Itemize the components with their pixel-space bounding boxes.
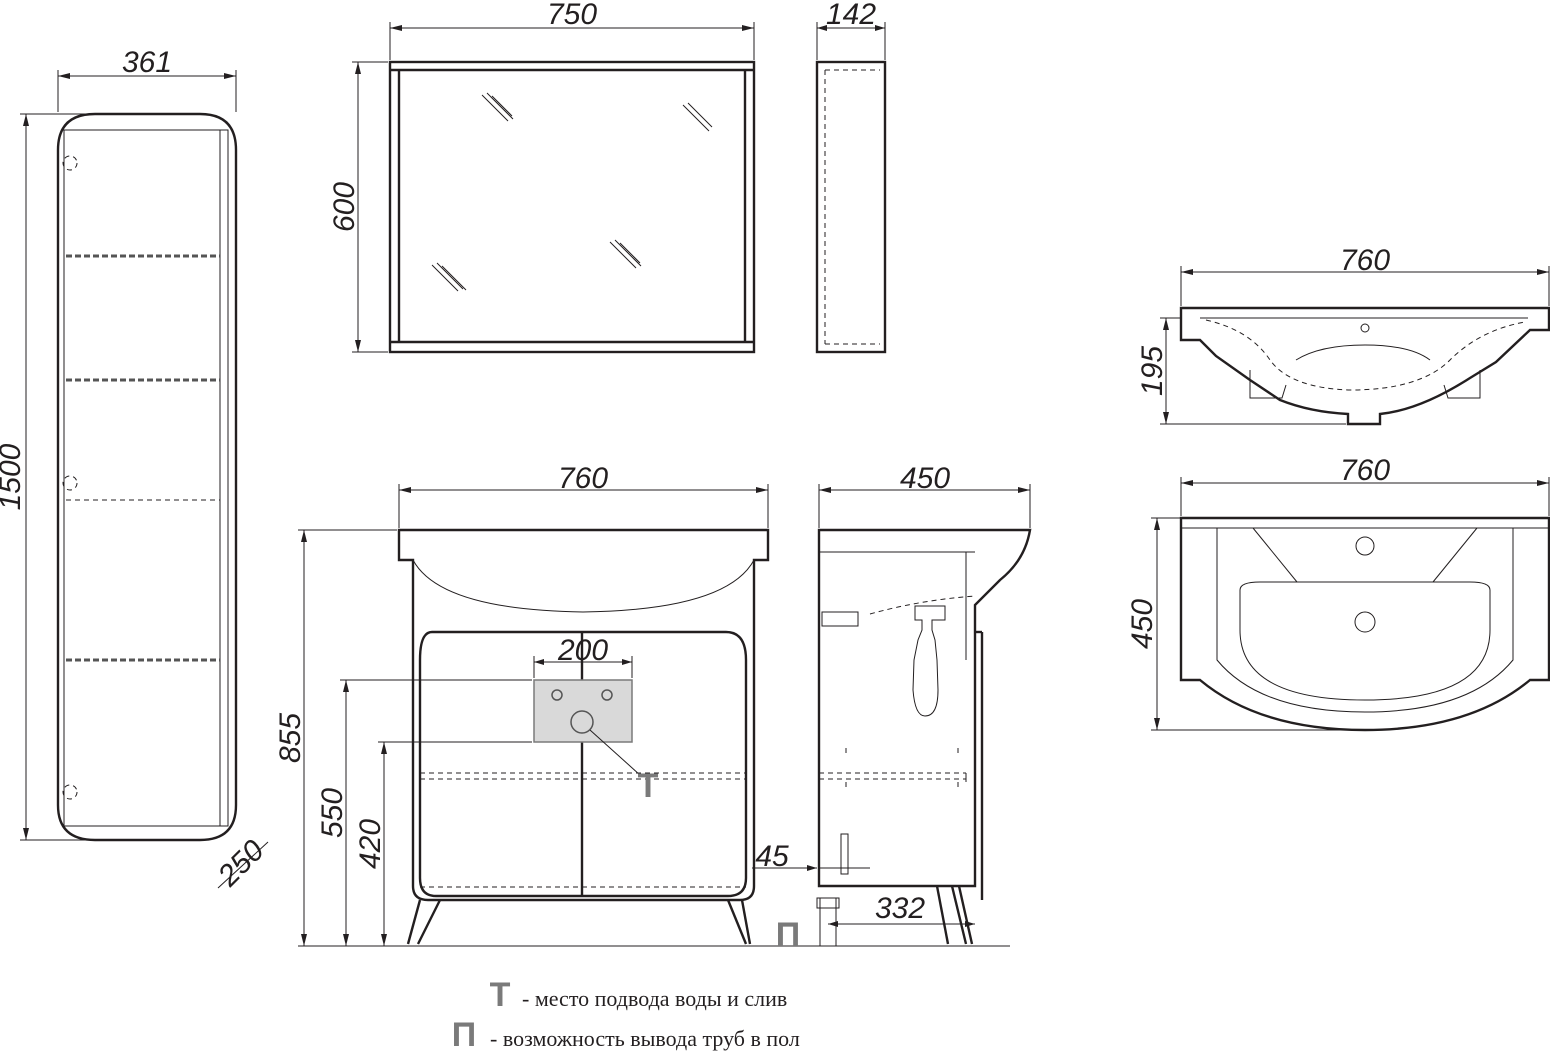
sink-top-width-label: 760 [1340, 454, 1390, 487]
mirror-front: 750 600 [328, 0, 756, 354]
sink-top-depth-label: 450 [1126, 599, 1159, 649]
vanity-height-label: 855 [274, 713, 307, 763]
sink-side-width-label: 760 [1340, 244, 1390, 277]
vanity-width-label: 760 [558, 462, 608, 495]
pipe-offset-label: 45 [755, 840, 789, 873]
legend-symbol-floor: П [452, 1016, 476, 1053]
mirror-side: 142 [815, 0, 887, 354]
mirror-width-label: 750 [547, 0, 597, 31]
plate-height-550-label: 550 [316, 788, 349, 838]
floor-marker: П [776, 916, 800, 954]
sink-top-view: 760 450 [1126, 454, 1550, 732]
legend-text-water: - место подвода воды и слив [522, 986, 787, 1011]
plate-height-420-label: 420 [354, 819, 387, 869]
cabinet-depth-label: 250 [211, 834, 271, 894]
sink-side-height-label: 195 [1136, 346, 1169, 396]
vanity-side: П 450 45 332 [752, 462, 1032, 954]
cabinet-width-label: 361 [122, 46, 172, 79]
vanity-depth-label: 450 [900, 462, 950, 495]
tall-cabinet: 361 1500 250 [0, 46, 271, 893]
plate-width-label: 200 [557, 634, 608, 667]
mirror-depth-label: 142 [826, 0, 876, 31]
vanity-front: Т 760 200 855 550 420 [274, 462, 1010, 947]
sink-side-view: 760 195 [1136, 244, 1550, 426]
legend-text-floor: - возможность вывода труб в пол [490, 1026, 800, 1051]
pipe-depth-label: 332 [875, 892, 925, 925]
mirror-height-label: 600 [328, 182, 361, 232]
water-marker: Т [638, 767, 659, 805]
legend-symbol-water: Т [490, 976, 511, 1014]
legend: Т - место подвода воды и слив П - возмож… [452, 976, 800, 1053]
cabinet-height-label: 1500 [0, 443, 27, 510]
